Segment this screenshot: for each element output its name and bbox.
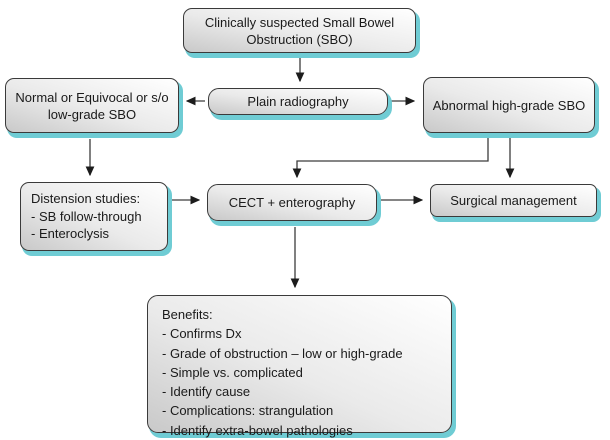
node-line: - Confirms Dx: [162, 326, 242, 342]
node-label: Plain radiography: [247, 94, 349, 109]
node-line: - Simple vs. complicated: [162, 364, 303, 380]
node-line: - SB follow-through: [31, 208, 142, 224]
node-label: Abnormal high-grade SBO: [432, 97, 586, 113]
node-label: Surgical management: [450, 193, 577, 208]
node-line: - Grade of obstruction – low or high-gra…: [162, 345, 403, 361]
node-line: - Identify extra-bowel pathologies: [162, 422, 353, 438]
node-line: - Enteroclysis: [31, 226, 110, 241]
node-label: Clinically suspected Small Bowel Obstruc…: [204, 14, 395, 47]
node-line: Distension studies:: [31, 191, 141, 206]
node-label: CECT + enterography: [228, 195, 356, 210]
node-line: Benefits:: [162, 307, 213, 322]
node-cect-enterography: CECT + enterography: [207, 184, 377, 221]
node-label: Normal or Equivocal or s/o low-grade SBO: [15, 89, 169, 122]
node-plain-radiography: Plain radiography: [208, 88, 388, 115]
node-normal-or-equivocal: Normal or Equivocal or s/o low-grade SBO: [5, 78, 179, 133]
node-distension-studies: Distension studies: - SB follow-through …: [20, 182, 168, 251]
node-line: - Complications: strangulation: [162, 403, 334, 419]
node-line: - Identify cause: [162, 384, 251, 400]
node-benefits: Benefits: - Confirms Dx - Grade of obstr…: [147, 295, 452, 438]
node-abnormal-high-grade-sbo: Abnormal high-grade SBO: [423, 77, 595, 133]
node-clinically-suspected-sbo: Clinically suspected Small Bowel Obstruc…: [183, 8, 416, 53]
arrow-abnormal-to-cect: [292, 138, 489, 179]
node-surgical-management: Surgical management: [430, 184, 597, 217]
